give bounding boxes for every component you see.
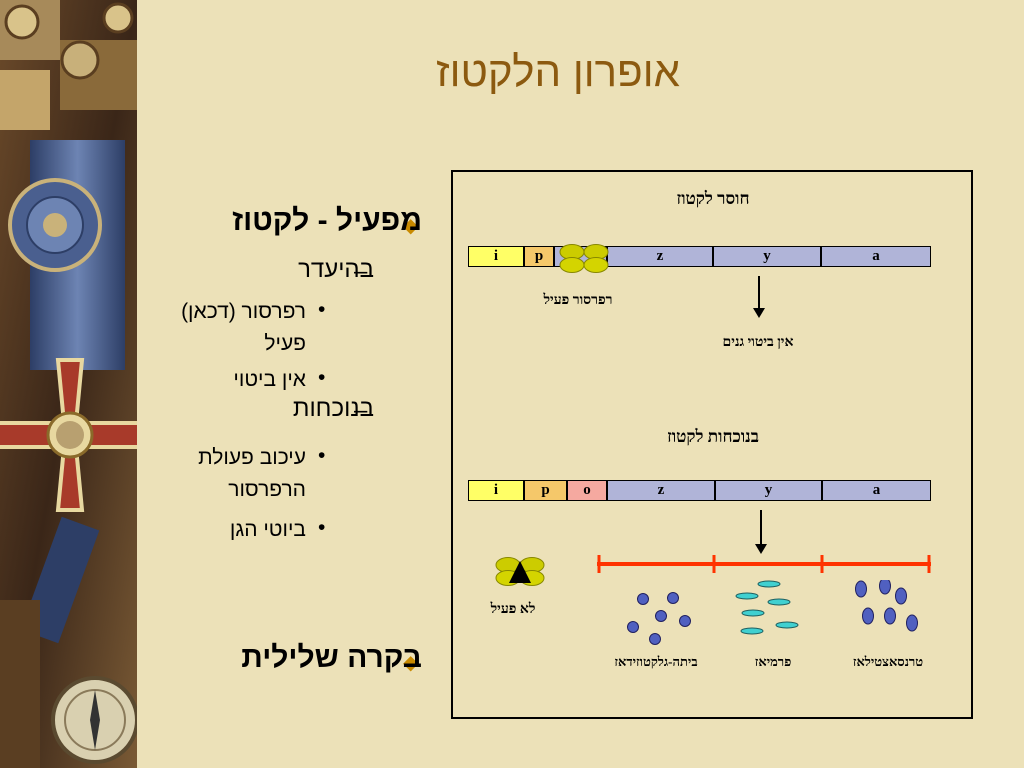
active-repressor-label: רפרסור פעיל [543,293,613,308]
mrna-strand [597,555,931,573]
dash-bullet-icon: – [354,258,368,285]
dot-bullet-icon: • [318,516,326,539]
absence-item-repressor: רפרסור (דכאן) פעיל [181,300,306,355]
gene-a: a [822,480,931,501]
diamond-bullet-icon: ◆ [403,215,419,237]
presence-item-expression: ביוטי הגן [229,518,306,541]
absence-item-no-expression: אין ביטוי [233,368,306,391]
dna-strand-lactose-absent: i p z y a [468,246,931,269]
dot-bullet-icon: • [318,298,326,321]
gene-a: a [821,246,931,267]
inactive-label: לא פעיל [490,602,536,617]
active-repressor-icon [559,244,609,273]
enzyme-label-permease: פרמיאז [754,654,792,669]
no-expression-label: אין ביטוי גנים [722,335,794,350]
bullet-negative-control: בקרה שלילית [241,641,422,674]
gene-p: p [524,246,554,267]
dot-bullet-icon: • [318,366,326,389]
dot-bullet-icon: • [318,444,326,467]
bullet-presence: בנוכחות [292,395,374,422]
gene-i: i [468,246,524,267]
enzyme-label-beta-galactosidase: ביתה-גלקטוזידאז [614,654,698,669]
decorative-collage [0,0,137,768]
presence-item-inhibition: עיכוב פעולת הרפרסור [198,446,306,501]
page-title: אופרון הלקטוז [436,48,680,95]
enzyme-label-transacetylase: טרנסאצטילאז [852,654,924,669]
arrow-down-icon [755,510,767,554]
permease-molecules [735,580,799,635]
dna-strand-lactose-present: i p o z y a [468,480,931,503]
top-diagram-title: חוסר לקטוז [676,189,750,208]
gene-z: z [607,246,713,267]
lac-operon-diagram: חוסר לקטוז i p z y a רפרסור פעיל אין ביט… [451,170,973,719]
arrow-down-icon [753,276,765,318]
inactive-repressor-icon [495,557,545,586]
dash-bullet-icon: – [354,397,368,424]
bottom-diagram-title: בנוכחות לקטוז [667,427,759,446]
gene-y: y [715,480,822,501]
gene-y: y [713,246,821,267]
bullet-inducer: מפעיל - לקטוז [232,204,422,237]
gene-z: z [607,480,715,501]
transacetylase-molecules [855,580,918,632]
diamond-bullet-icon: ◆ [403,652,419,674]
gene-o: o [567,480,607,501]
gene-p: p [524,480,567,501]
bullet-absence: בהיעדר [298,256,374,283]
gene-i: i [468,480,524,501]
beta-galactosidase-molecules [627,592,691,645]
